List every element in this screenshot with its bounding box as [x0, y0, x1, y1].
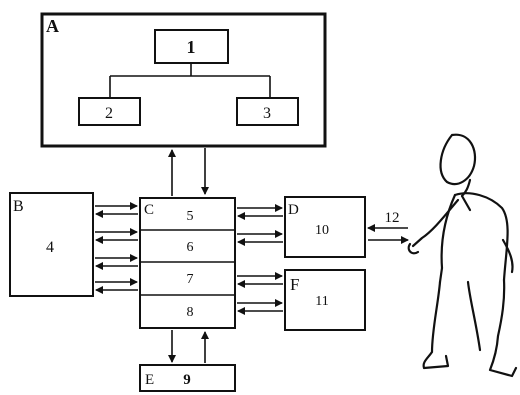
signal-12: 12	[368, 210, 408, 240]
person-front-leg	[424, 282, 448, 368]
person-inner-leg	[468, 282, 480, 350]
person-back	[455, 193, 508, 280]
block-e: E 9	[140, 365, 235, 391]
block-b: B 4	[10, 193, 93, 296]
person-arm	[413, 200, 458, 246]
c-d-f-connectors	[237, 208, 283, 311]
block-4-label: 4	[46, 239, 54, 256]
block-5-label: 5	[187, 209, 194, 224]
block-2-label: 2	[105, 105, 113, 122]
block-f-letter: F	[290, 275, 299, 294]
signal-12-label: 12	[385, 210, 400, 226]
block-d-letter: D	[288, 202, 299, 218]
a-c-connectors	[172, 148, 205, 196]
person-rear-leg	[490, 280, 516, 376]
block-d: D 10	[285, 197, 365, 257]
block-11-label: 11	[315, 294, 328, 309]
block-b-letter: B	[13, 198, 24, 215]
c-e-connectors	[172, 330, 205, 363]
block-c: C 5 6 7 8	[140, 198, 235, 328]
walking-person-figure	[409, 135, 516, 376]
block-3-label: 3	[263, 105, 271, 122]
block-1-label: 1	[187, 37, 196, 57]
person-collar	[462, 196, 470, 210]
block-10-label: 10	[315, 223, 329, 238]
block-6-label: 6	[187, 240, 194, 255]
person-front	[440, 195, 455, 282]
person-head	[441, 135, 475, 184]
block-8-label: 8	[187, 305, 194, 320]
block-a: A 1 2 3	[42, 14, 325, 146]
block-e-letter: E	[145, 372, 154, 388]
block-7-label: 7	[187, 272, 194, 287]
block-9-label: 9	[183, 372, 191, 388]
block-c-letter: C	[144, 202, 154, 218]
block-f: F 11	[285, 270, 365, 330]
block-a-letter: A	[46, 16, 59, 36]
b-c-connectors	[95, 206, 138, 290]
